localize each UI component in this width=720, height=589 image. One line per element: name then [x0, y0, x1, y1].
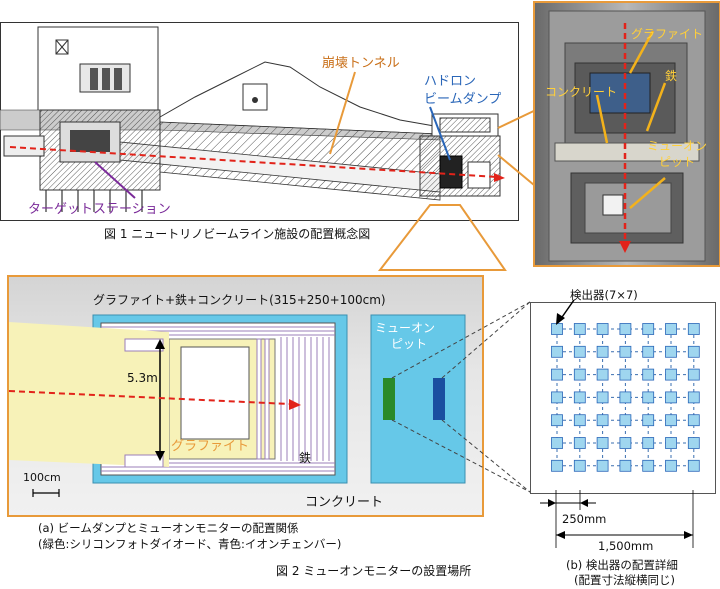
detector-cell: [596, 345, 609, 358]
target-station-label: ターゲットステーション: [28, 202, 171, 217]
graphite-label: グラファイト: [171, 439, 250, 454]
detector-cell: [573, 323, 586, 335]
pitch-dimension-label: 250mm: [562, 512, 607, 526]
detector-cell: [573, 437, 586, 449]
detector-cell: [665, 391, 677, 404]
detector-cell: [573, 414, 586, 427]
detector-grid: [551, 323, 700, 472]
detector-cell: [665, 323, 677, 335]
detector-cell: [687, 323, 700, 335]
collapse-tunnel-label: 崩壊トンネル: [322, 56, 400, 71]
detector-cell: [642, 345, 655, 358]
detector-cell: [596, 368, 609, 381]
photo-graphite-label: グラファイト: [631, 27, 704, 41]
detector-cell: [665, 345, 677, 358]
fig2a-caption-line2: (緑色:シリコンフォトダイオード、青色:イオンチェンバー): [38, 537, 342, 551]
fig2a-panel: グラファイト+鉄+コンクリート(315+250+100cm) 5.3m グラファ…: [7, 275, 484, 517]
detector-cell: [596, 414, 609, 427]
hadron-dump-label-line2: ビームダンプ: [424, 92, 502, 107]
detector-cell: [573, 368, 586, 381]
facility-schematic: [0, 22, 519, 221]
ion-chamber-array: [433, 378, 445, 420]
detector-cell: [642, 437, 655, 449]
detector-cell: [573, 345, 586, 358]
detector-cell: [665, 459, 677, 472]
fig1-caption: 図 1 ニュートリノビームライン施設の配置概念図: [104, 227, 371, 241]
muon-pit-photo: グラファイト 鉄 コンクリート ミューオン ピット: [533, 1, 720, 267]
detector-cell: [551, 345, 563, 358]
beam-dump-section: [8, 314, 466, 497]
pit-photo-illustration: [535, 3, 719, 265]
hadron-dump-label-line1: ハドロン: [424, 74, 477, 89]
scale-bar-label: 100cm: [23, 471, 61, 484]
iron-label: 鉄: [299, 451, 312, 465]
detector-cell: [619, 323, 632, 335]
fig2a-caption-line1: (a) ビームダンプとミューオンモニターの配置関係: [38, 521, 299, 535]
detector-cell: [687, 391, 700, 404]
span-dimension-label: 1,500mm: [598, 539, 654, 553]
detector-cell: [619, 414, 632, 427]
detector-cell: [687, 345, 700, 358]
detector-cell: [551, 414, 563, 427]
height-dimension-label: 5.3m: [127, 371, 158, 385]
detector-cell: [687, 368, 700, 381]
detector-cell: [573, 391, 586, 404]
detector-cell: [551, 391, 563, 404]
detector-cell: [665, 414, 677, 427]
detector-cell: [596, 459, 609, 472]
detector-cell: [665, 368, 677, 381]
concrete-label: コンクリート: [305, 495, 384, 510]
detector-cell: [687, 459, 700, 472]
detector-cell: [642, 414, 655, 427]
detector-cell: [642, 323, 655, 335]
photo-iron-label: 鉄: [665, 69, 678, 83]
detector-cell: [551, 437, 563, 449]
detector-cell: [642, 368, 655, 381]
detector-cell: [551, 368, 563, 381]
detector-cell: [573, 459, 586, 472]
fig2b-caption-line2: (配置寸法縦横同じ): [574, 573, 675, 587]
photo-concrete-label: コンクリート: [545, 85, 618, 99]
detector-cell: [619, 368, 632, 381]
detector-cell: [687, 414, 700, 427]
muon-pit-label-line1: ミューオン: [375, 321, 436, 335]
detector-cell: [619, 459, 632, 472]
fig2-caption: 図 2 ミューオンモニターの設置場所: [276, 564, 472, 578]
detector-cell: [687, 437, 700, 449]
detector-cell: [596, 437, 609, 449]
fig2b-panel: [530, 302, 716, 494]
detector-cell: [551, 459, 563, 472]
fig2b-caption-line1: (b) 検出器の配置詳細: [566, 558, 678, 572]
photo-muon-pit-line1: ミューオン: [647, 139, 708, 153]
fig2a-header: グラファイト+鉄+コンクリート(315+250+100cm): [93, 293, 386, 307]
detector-cell: [642, 459, 655, 472]
detector-cell: [665, 437, 677, 449]
detector-cell: [619, 345, 632, 358]
photo-muon-pit-line2: ピット: [659, 155, 696, 169]
silicon-photodiode-array: [383, 378, 395, 420]
detector-cell: [596, 391, 609, 404]
detector-cell: [619, 437, 632, 449]
detector-cell: [642, 391, 655, 404]
fig1-facility-drawing: [0, 22, 530, 222]
detector-cell: [619, 391, 632, 404]
detector-cell: [596, 323, 609, 335]
muon-pit-label-line2: ピット: [391, 337, 428, 351]
detector-count-label: 検出器(7×7): [570, 288, 638, 302]
